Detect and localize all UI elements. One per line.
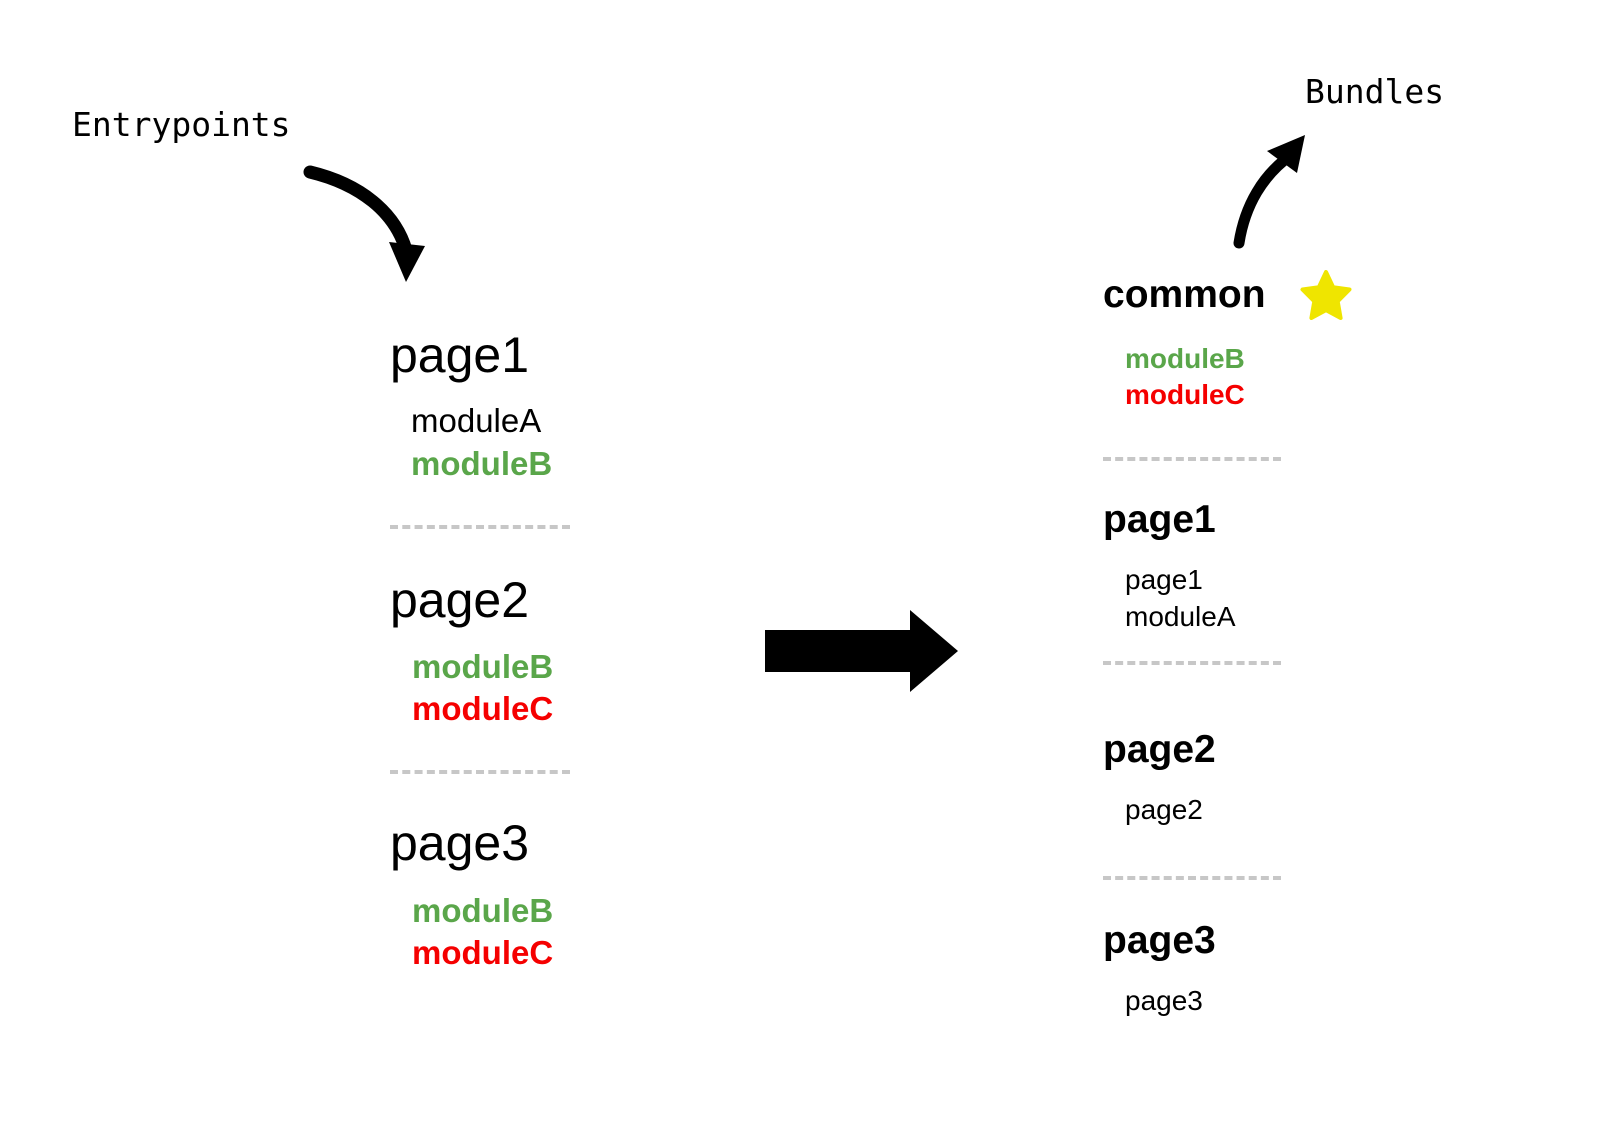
bundles-caption: Bundles [1305,72,1445,111]
bundle-module: moduleB [1125,343,1245,374]
entrypoint-module: moduleB [411,445,553,482]
entrypoints-caption: Entrypoints [72,105,291,144]
curved-arrow-down-right-icon [303,165,425,282]
separator [390,770,570,774]
entrypoint-module: moduleB [412,892,554,929]
bundle-title-page2: page2 [1103,728,1216,771]
bundle-title-common: common [1103,273,1266,316]
bundle-module: moduleA [1125,601,1236,632]
entrypoint-module: moduleC [412,690,554,727]
star-icon [1300,270,1352,320]
entrypoint-module: moduleC [412,934,554,971]
block-arrow-right-icon [765,610,958,692]
bundle-title-page3: page3 [1103,919,1216,962]
bundle-module: page1 [1125,564,1203,595]
entrypoint-title-page1: page1 [390,327,530,383]
curved-arrow-up-right-icon [1233,135,1305,249]
separator [1103,876,1281,880]
entrypoint-module: moduleB [412,648,554,685]
bundle-title-page1: page1 [1103,498,1216,541]
bundle-module: moduleC [1125,379,1245,410]
separator [1103,457,1281,461]
bundle-module: page3 [1125,985,1203,1016]
separator [390,525,570,529]
entrypoint-title-page3: page3 [390,815,530,871]
entrypoint-title-page2: page2 [390,572,530,628]
entrypoint-module: moduleA [411,402,542,439]
bundle-module: page2 [1125,794,1203,825]
separator [1103,661,1281,665]
